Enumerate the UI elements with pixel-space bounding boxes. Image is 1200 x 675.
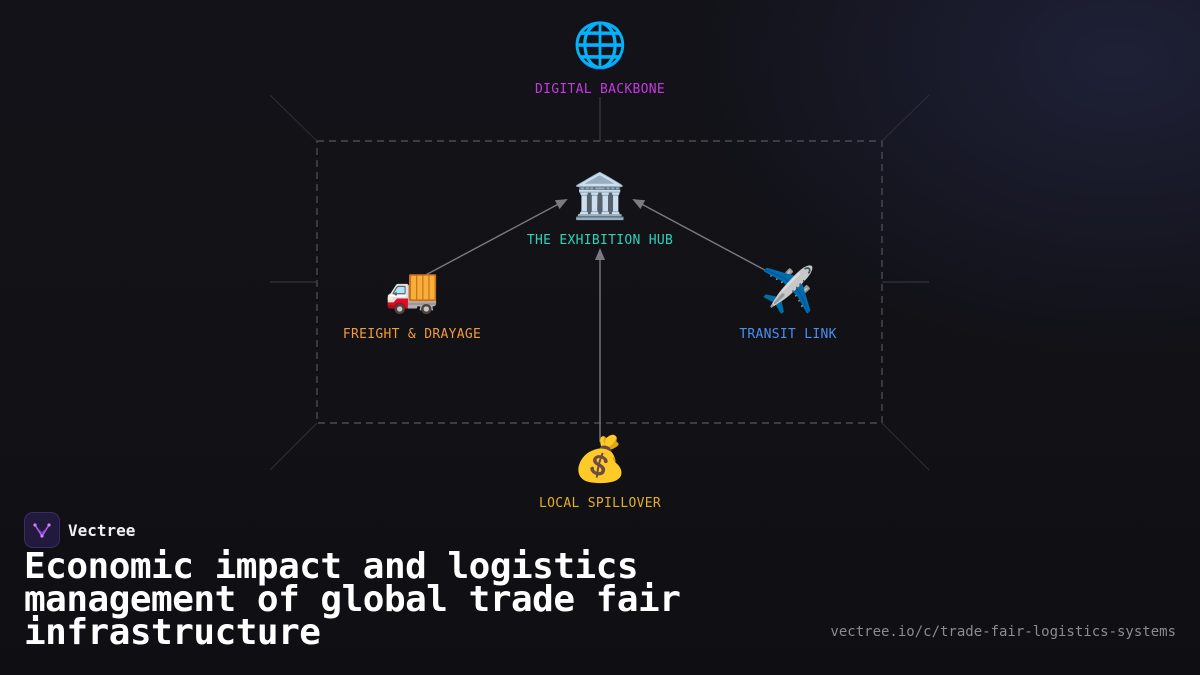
node-label-exhibition-hub: THE EXHIBITION HUB: [526, 233, 674, 248]
node-label-transit-link: TRANSIT LINK: [739, 327, 837, 342]
page-url[interactable]: vectree.io/c/trade-fair-logistics-system…: [830, 624, 1176, 640]
node-digital-backbone: 🌐 DIGITAL BACKBONE: [480, 20, 720, 97]
frame-corner-br: [881, 422, 930, 471]
globe-icon: 🌐: [572, 20, 628, 71]
node-local-spillover: 💰 LOCAL SPILLOVER: [480, 434, 720, 511]
airplane-icon: ✈️: [760, 265, 816, 316]
node-label-digital-backbone: DIGITAL BACKBONE: [534, 82, 666, 97]
classical-building-icon: 🏛️: [572, 171, 628, 222]
node-exhibition-hub: 🏛️ THE EXHIBITION HUB: [480, 171, 720, 248]
node-label-local-spillover: LOCAL SPILLOVER: [539, 496, 661, 511]
brand-name: Vectree: [68, 520, 136, 540]
edge-freight-to-hub: [419, 199, 568, 279]
page-title: Economic impact and logistics management…: [24, 546, 681, 653]
delivery-truck-icon: 🚚: [384, 265, 440, 316]
node-freight-drayage: 🚚 FREIGHT & DRAYAGE: [292, 265, 532, 342]
brand: Vectree: [24, 512, 135, 548]
node-transit-link: ✈️ TRANSIT LINK: [668, 265, 908, 342]
frame-corner-tr: [881, 94, 930, 142]
vectree-logo-icon: [24, 512, 60, 548]
money-bag-icon: 💰: [572, 434, 628, 485]
edge-transit-to-hub: [632, 199, 777, 277]
frame-corner-bl: [269, 422, 318, 471]
node-label-freight-drayage: FREIGHT & DRAYAGE: [342, 327, 482, 342]
frame-corner-tl: [269, 94, 318, 142]
